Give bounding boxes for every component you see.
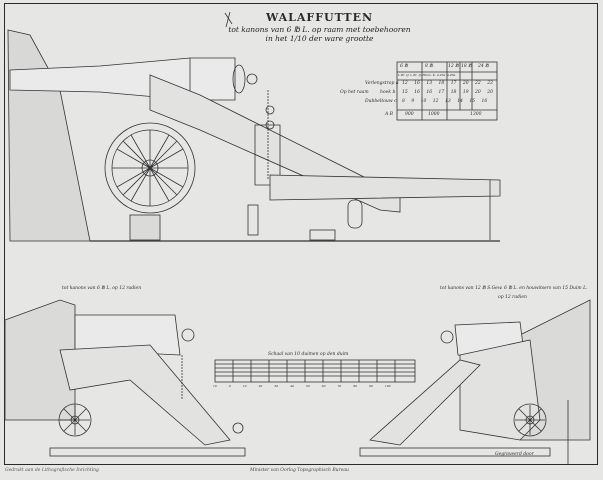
table-footer-value: 900 [405, 112, 414, 117]
table-footer-value: 1000 [428, 112, 440, 117]
footer-left: Gedrukt aan de Lithografische Inrichting [5, 468, 99, 473]
table-col: 6 ℔ [400, 64, 408, 69]
main-carriage [149, 74, 501, 240]
plate-title: WALAFFUTTEN [265, 11, 374, 24]
table-col: 8 ℔ [425, 64, 433, 69]
plate-subtitle-2: in het 1/10 der ware grootte [265, 34, 374, 43]
right-caption-2: op 12 radien [498, 295, 527, 300]
table-footer-value: 1300 [470, 112, 482, 117]
x-mark [224, 11, 233, 28]
scale-title: Schaal van 10 duimen op den duim [268, 352, 349, 357]
table-footer-label: A B [385, 112, 393, 117]
table-row: hoek b [380, 90, 396, 95]
main-wheel [104, 122, 336, 241]
right-cannon [359, 299, 591, 465]
plate-subtitle-1: tot kanons van 6 ℔ L. op raam met toebeh… [228, 25, 411, 34]
table-row: Dubbeltouw c [365, 99, 397, 104]
table-col: 12 ℔ [448, 64, 459, 69]
table-row: Verlengstrop a [365, 81, 399, 86]
table-row-cells: 15 16 16 17 18 19 20 20 [402, 90, 493, 95]
footer-center: Minister van Oorlog Topographisch Bureau [250, 468, 349, 473]
left-caption: tot kanons van 6 ℔ L. op 12 radien [62, 286, 142, 291]
embankment [7, 29, 91, 242]
table-subheaders: L.Br. IJ. L.Br. IJ. Hlkm. K. 4.ZSt. 4.ZS… [398, 73, 457, 77]
scale-ticks: 10 0 10 20 30 40 50 60 70 80 90 100 [213, 384, 391, 388]
right-caption-1: tot kanons van 12 ℔ S.Gew. 6 ℔ L. en hou… [440, 286, 588, 291]
left-cannon [4, 299, 246, 457]
table-row-cells: 8 9 10 12 13 14 15 16 [402, 99, 488, 104]
table-col: 18 ℔ [461, 64, 472, 69]
plate-border [4, 3, 598, 465]
table-group-label: Op het raam [340, 90, 369, 95]
table-col: 24 ℔ [478, 64, 489, 69]
engraver-credit: Gegraveerd door [495, 452, 534, 457]
table-row-cells: 12 16 13 18 17 20 22 22 [402, 81, 493, 86]
data-table-lines [396, 61, 498, 121]
scale-bar [214, 359, 416, 383]
